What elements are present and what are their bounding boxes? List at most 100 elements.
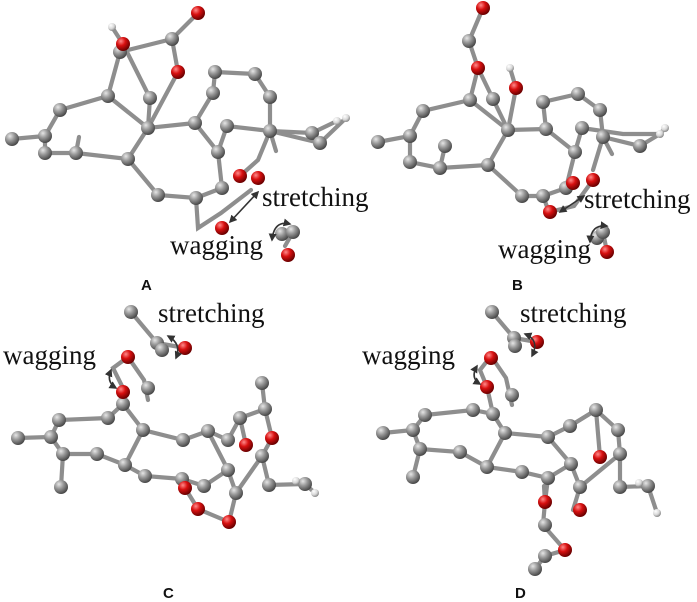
wagging-label: wagging xyxy=(3,340,96,370)
carbon-atom xyxy=(116,397,130,411)
oxygen-atom xyxy=(116,37,130,51)
carbon-atom xyxy=(568,145,582,159)
carbon-atom xyxy=(215,181,229,195)
carbon-atom xyxy=(151,188,165,202)
wagging-label: wagging xyxy=(362,340,455,370)
carbon-atom xyxy=(371,135,385,149)
oxygen-atom xyxy=(476,1,490,15)
carbon-atom xyxy=(313,136,327,150)
carbon-atom xyxy=(11,431,25,445)
oxygen-atom xyxy=(178,341,192,355)
carbon-atom xyxy=(248,67,262,81)
carbon-atom xyxy=(188,116,202,130)
oxygen-atom xyxy=(600,245,614,259)
hydrogen-atom xyxy=(292,477,300,485)
carbon-atom xyxy=(486,407,500,421)
carbon-atom xyxy=(136,423,150,437)
panel-letter-a: A xyxy=(141,277,152,294)
carbon-atom xyxy=(220,119,234,133)
carbon-atom xyxy=(141,121,155,135)
oxygen-atom xyxy=(538,495,552,509)
hydrogen-atom xyxy=(506,64,514,72)
carbon-atom xyxy=(481,158,495,172)
carbon-atom xyxy=(101,411,115,425)
oxygen-atom xyxy=(471,61,485,75)
oxygen-atom xyxy=(281,248,295,262)
carbon-atom xyxy=(305,126,319,140)
carbon-atom xyxy=(255,449,269,463)
carbon-atom xyxy=(403,129,417,143)
carbon-atom xyxy=(485,305,499,319)
carbon-atom xyxy=(508,339,522,353)
carbon-atom xyxy=(466,403,480,417)
carbon-atom xyxy=(286,225,300,239)
carbon-atom xyxy=(176,433,190,447)
carbon-atom xyxy=(255,376,269,390)
carbon-atom xyxy=(462,34,476,48)
oxygen-atom xyxy=(586,173,600,187)
carbon-atom xyxy=(141,381,155,395)
carbon-atom xyxy=(201,424,215,438)
hydrogen-atom xyxy=(311,489,319,497)
carbon-atom xyxy=(54,480,68,494)
carbon-atom xyxy=(453,445,467,459)
carbon-atom xyxy=(118,458,132,472)
panel-b: stretching wagging B xyxy=(371,1,690,294)
carbon-atom xyxy=(189,191,203,205)
carbon-atom xyxy=(69,146,83,160)
oxygen-atom xyxy=(480,380,494,394)
stretching-arrow xyxy=(523,332,539,358)
carbon-atom xyxy=(5,132,19,146)
carbon-atom xyxy=(433,161,447,175)
carbon-atom xyxy=(596,130,610,144)
panel-letter-d: D xyxy=(515,585,526,602)
carbon-atom xyxy=(263,90,277,104)
carbon-atom xyxy=(486,92,500,106)
oxygen-atom xyxy=(558,543,572,557)
wagging-arrow xyxy=(268,218,292,242)
carbon-atom xyxy=(221,463,235,477)
carbon-atom xyxy=(593,103,607,117)
hydrogen-atom xyxy=(661,124,669,132)
carbon-atom xyxy=(564,457,578,471)
stretching-label: stretching xyxy=(584,184,690,214)
carbon-atom xyxy=(124,305,138,319)
oxygen-atom xyxy=(222,515,236,529)
wagging-arrow xyxy=(470,364,482,385)
carbon-atom xyxy=(208,65,222,79)
carbon-atom xyxy=(56,447,70,461)
carbon-atom xyxy=(155,343,169,357)
oxygen-atom xyxy=(121,350,135,364)
oxygen-atom xyxy=(116,385,130,399)
carbon-atom xyxy=(611,423,625,437)
carbon-atom xyxy=(121,152,135,166)
oxygen-atom xyxy=(191,502,205,516)
carbon-atom xyxy=(221,433,235,447)
stretching-arrow xyxy=(558,195,586,213)
carbon-atom xyxy=(438,139,452,153)
carbon-atom xyxy=(406,470,420,484)
carbon-atom xyxy=(541,471,555,485)
oxygen-atom xyxy=(251,171,265,185)
carbon-atom xyxy=(143,91,157,105)
oxygen-atom xyxy=(543,205,557,219)
carbon-atom xyxy=(498,426,512,440)
wagging-arrow xyxy=(586,221,609,244)
hydrogen-atom xyxy=(656,130,664,138)
panel-b-atoms xyxy=(371,1,669,259)
carbon-atom xyxy=(165,32,179,46)
carbon-atom xyxy=(575,121,589,135)
wagging-label: wagging xyxy=(498,234,591,264)
oxygen-atom xyxy=(239,438,253,452)
carbon-atom xyxy=(641,479,655,493)
carbon-atom xyxy=(138,469,152,483)
carbon-atom xyxy=(262,478,276,492)
stretching-label: stretching xyxy=(158,298,264,328)
carbon-atom xyxy=(571,87,585,101)
oxygen-atom xyxy=(484,351,498,365)
panel-d-atoms xyxy=(376,305,661,576)
carbon-atom xyxy=(418,408,432,422)
hydrogen-atom xyxy=(635,479,643,487)
oxygen-atom xyxy=(178,481,192,495)
carbon-atom xyxy=(38,146,52,160)
